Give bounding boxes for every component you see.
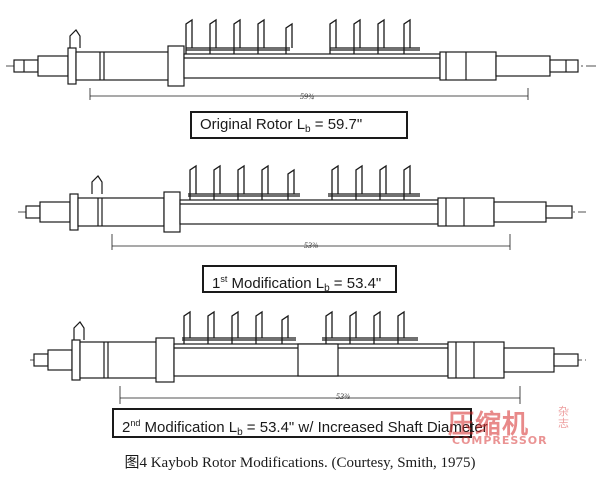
second-label-prefix: 2 <box>122 419 131 436</box>
first-modification-label: 1st Modification Lb = 53.4" <box>202 265 397 294</box>
second-modification-label: 2nd Modification Lb = 53.4" w/ Increased… <box>112 408 488 438</box>
original-rotor-drawing <box>6 18 596 100</box>
first-label-sub: b <box>324 283 330 294</box>
second-label-sub: b <box>237 427 243 438</box>
first-modification-rotor-drawing <box>18 164 586 250</box>
first-label-mid: Modification L <box>227 275 325 292</box>
first-label-prefix: 1 <box>212 275 221 292</box>
original-rotor-label: Original Rotor Lb = 59.7" <box>190 111 408 139</box>
second-label-suffix: = 53.4" w/ Increased Shaft Diameter <box>242 419 488 436</box>
figure-caption: 图4 Kaybob Rotor Modifications. (Courtesy… <box>124 455 476 471</box>
first-modification-dimension-mark: 53⅜ <box>304 241 318 250</box>
original-dimension-mark: 59¾ <box>300 92 314 101</box>
second-modification-dimension-mark: 53⅜ <box>336 392 350 401</box>
original-label-prefix: Original Rotor L <box>200 116 306 133</box>
first-label-sup: st <box>220 274 228 284</box>
original-label-sub: b <box>305 124 311 135</box>
second-label-sup: nd <box>130 418 141 428</box>
first-label-suffix: = 53.4" <box>329 275 382 292</box>
watermark-side-text: 杂志 <box>558 405 569 430</box>
second-modification-rotor-drawing <box>30 310 586 404</box>
original-label-suffix: = 59.7" <box>310 116 363 133</box>
second-label-mid: Modification L <box>140 419 238 436</box>
